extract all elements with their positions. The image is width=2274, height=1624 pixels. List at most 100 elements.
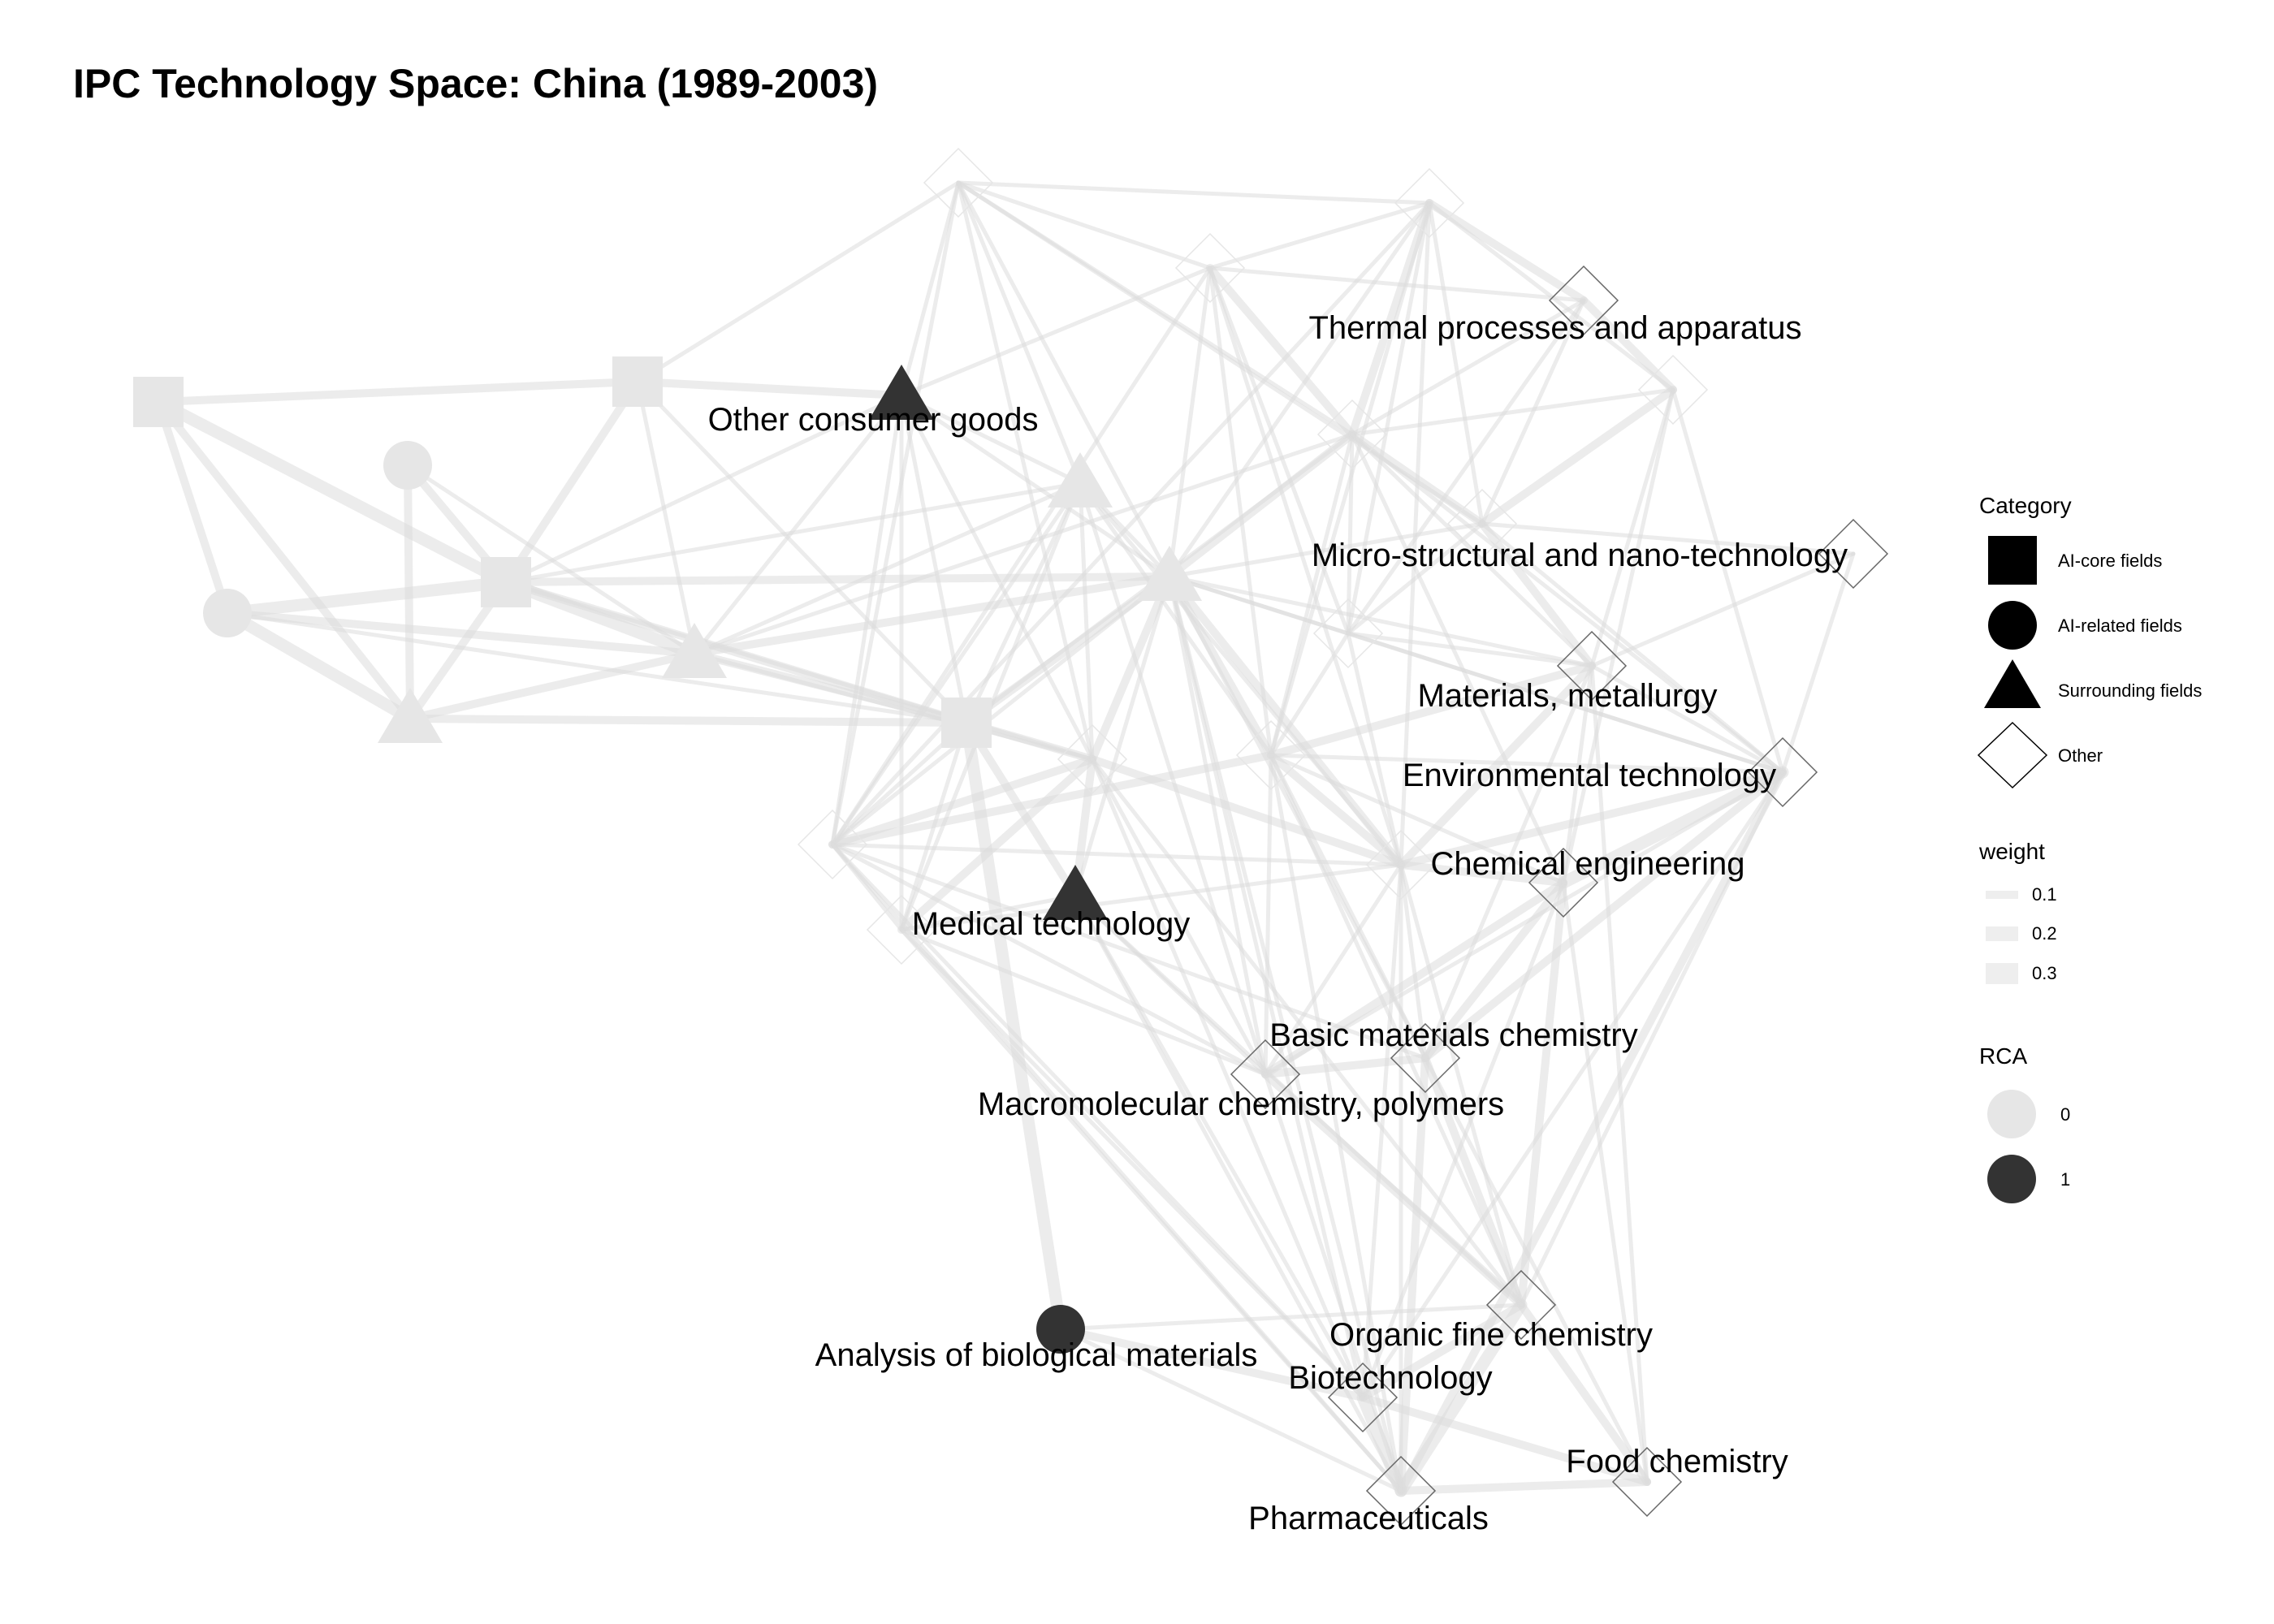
node-label: Pharmaceuticals	[1248, 1501, 1489, 1536]
network-edge	[692, 393, 904, 656]
legend-rca-label: 0	[2060, 1104, 2070, 1125]
surrounding-field-triangle-node	[1043, 865, 1108, 920]
network-edge	[1589, 387, 1675, 668]
node-label: Biotechnology	[1288, 1360, 1492, 1396]
other-field-diamond-node	[1394, 167, 1465, 239]
network-edge	[1167, 574, 1268, 1077]
network-edge	[635, 379, 969, 725]
other-field-diamond-node	[1365, 1455, 1437, 1527]
legend-weight-swatch	[1986, 963, 2018, 984]
network-edge	[899, 266, 1213, 398]
ai-related-field-circle-node	[383, 441, 432, 490]
network-edge	[830, 842, 1403, 867]
network-edge	[633, 378, 906, 400]
network-edge	[1359, 1393, 1651, 1486]
legend-category: Category AI-core fields AI-related field…	[1977, 493, 2202, 789]
other-field-diamond-node	[1528, 847, 1599, 918]
other-field-diamond-node	[1548, 265, 1619, 336]
network-edge	[1078, 481, 1403, 867]
network-edge	[1078, 481, 1268, 1077]
network-edge	[1671, 387, 1785, 775]
network-edge	[1263, 770, 1785, 1077]
ai-core-field-square-node	[133, 377, 184, 427]
network-edge	[1346, 631, 1785, 775]
network-edge	[1269, 201, 1432, 758]
network-edge	[1427, 201, 1485, 526]
network-edge	[406, 650, 698, 723]
network-edge	[1589, 551, 1856, 668]
network-edge	[956, 180, 1083, 486]
network-nodes	[133, 147, 1889, 1527]
network-edge	[1350, 432, 1566, 885]
other-field-diamond-node	[1057, 723, 1128, 795]
network-edge	[1346, 298, 1586, 636]
ai-related-field-circle-node	[203, 589, 252, 637]
network-edge	[1427, 201, 1675, 392]
network-edge	[1561, 880, 1649, 1484]
legend-rca-title: RCA	[1979, 1043, 2027, 1069]
network-edge	[1557, 766, 1789, 889]
network-edge	[899, 393, 1083, 486]
other-field-diamond-node	[1390, 1022, 1461, 1094]
ai-related-field-circle-node	[1036, 1305, 1085, 1354]
network-edge	[1208, 201, 1432, 270]
network-edge	[830, 180, 961, 847]
node-label: Food chemistry	[1566, 1444, 1788, 1479]
network-edge	[1167, 574, 1594, 668]
network-edge	[1397, 768, 1787, 869]
network-edge	[1580, 296, 1677, 394]
node-label: Micro-structural and nano-technology	[1312, 538, 1848, 573]
network-edge	[1073, 893, 1365, 1400]
network-edge	[1423, 663, 1594, 1060]
legend-rca-label: 1	[2060, 1169, 2070, 1190]
other-field-diamond-node	[1316, 399, 1388, 470]
network-edge	[502, 572, 1174, 586]
network-edge	[830, 393, 904, 847]
other-field-diamond-node	[1230, 1039, 1301, 1110]
network-edge	[154, 378, 642, 406]
surrounding-field-triangle-node	[1048, 452, 1113, 508]
legend-category-title: Category	[1979, 493, 2072, 518]
legend-rca: RCA 0 1	[1979, 1043, 2070, 1203]
network-edge	[1399, 862, 1428, 1060]
network-edge	[406, 715, 971, 727]
network-edge	[1058, 1327, 1403, 1493]
network-edge	[1397, 1054, 1429, 1495]
network-edge	[1360, 770, 1785, 1400]
surrounding-field-triangle-node	[869, 365, 934, 420]
network-edge	[899, 393, 1172, 579]
legend-weight-swatch	[1986, 926, 2018, 941]
network-edge	[830, 842, 1428, 1060]
network-edge	[1058, 1302, 1524, 1332]
node-label: Basic materials chemistry	[1269, 1017, 1637, 1053]
network-edge	[1421, 1054, 1525, 1309]
network-edge	[956, 180, 1172, 579]
network-edge	[152, 395, 512, 589]
network-edge	[830, 574, 1172, 847]
network-edge	[899, 927, 1268, 1077]
surrounding-field-triangle-node	[1137, 546, 1202, 601]
node-label: Thermal processes and apparatus	[1309, 310, 1802, 346]
network-edge	[1517, 1301, 1651, 1486]
network-edge	[502, 378, 642, 586]
network-edge	[1346, 201, 1432, 636]
surrounding-field-triangle-node	[378, 688, 443, 743]
legend-triangle-icon	[1984, 659, 2041, 708]
network-edge	[154, 398, 231, 617]
network-edge	[690, 572, 1174, 658]
network-edge	[1561, 663, 1594, 885]
network-edge	[1269, 753, 1785, 775]
network-edge	[692, 481, 1083, 656]
network-edge	[1397, 768, 1787, 1495]
legend-category-label: Other	[2058, 745, 2103, 766]
legend-weight: weight 0.1 0.2 0.3	[1978, 839, 2057, 984]
ai-core-field-square-node	[941, 698, 992, 748]
network-edge	[221, 576, 512, 620]
network-edge	[1269, 753, 1403, 1493]
network-edge	[1589, 663, 1785, 775]
legend-diamond-icon	[1977, 721, 2048, 789]
other-field-diamond-node	[1485, 1269, 1557, 1341]
